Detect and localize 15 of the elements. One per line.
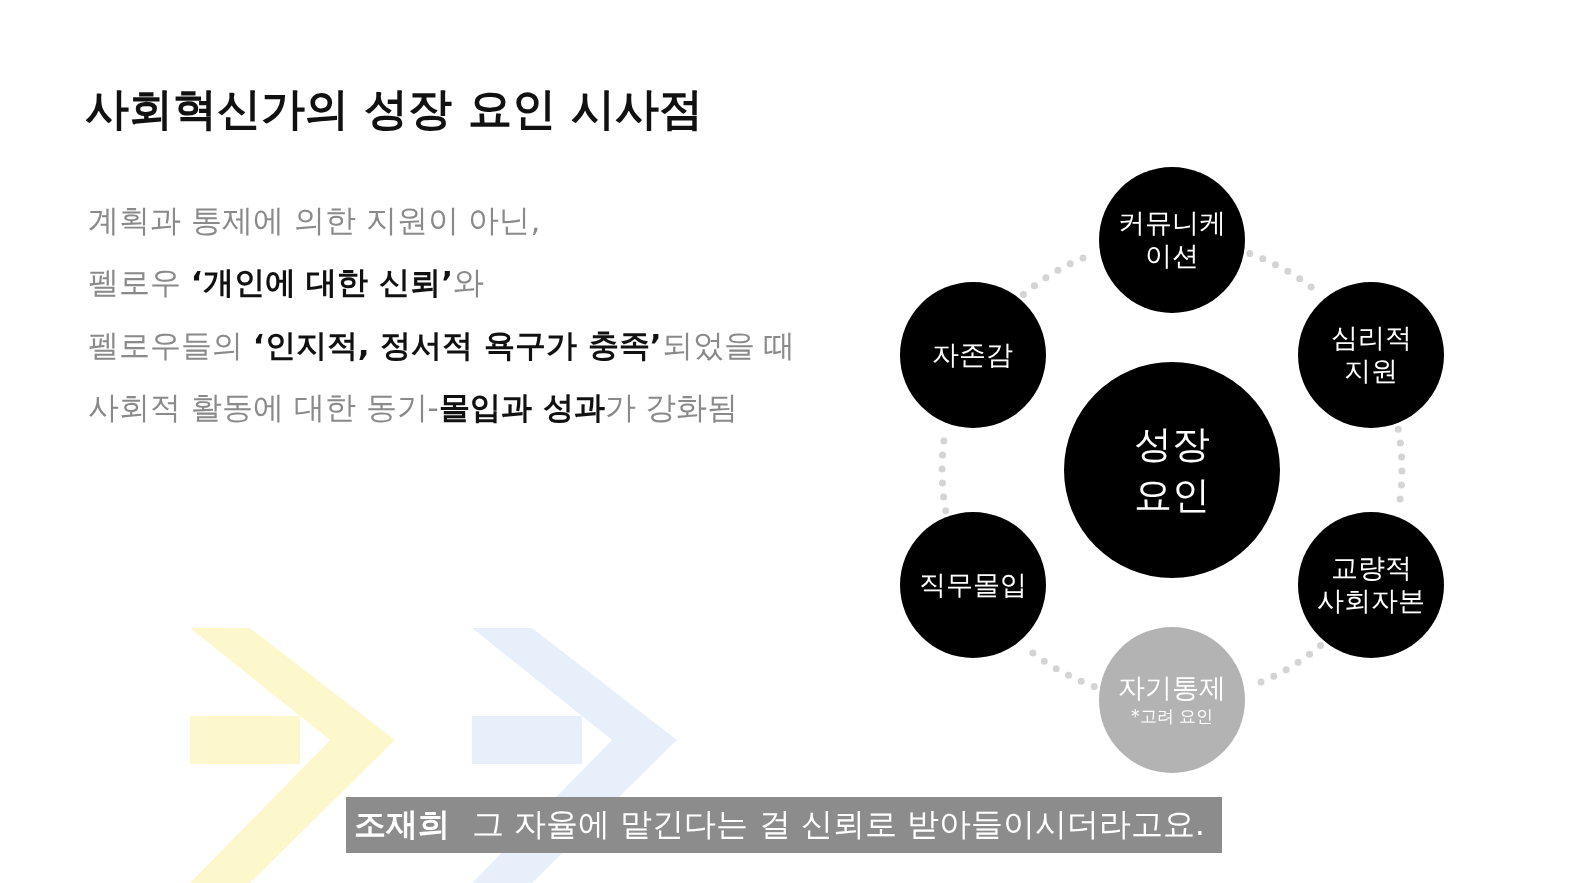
body-text-line: 펠로우 ‘개인에 대한 신뢰’와 (88, 263, 484, 302)
circle-label: 커뮤니케이션 (1117, 207, 1227, 273)
body-text-line: 계획과 통제에 의한 지원이 아닌, (88, 201, 541, 240)
title: 사회혁신가의 성장 요인 시사점 (85, 82, 703, 136)
circle-label: 교량적 사회자본 (1316, 552, 1427, 618)
circle-label: 심리적 지원 (1329, 322, 1413, 388)
body-text-line: 사회적 활동에 대한 동기-몰입과 성과가 강화됨 (88, 388, 739, 427)
body-text-line: 펠로우들의 ‘인지적, 정서적 욕구가 충족’되었을 때 (88, 326, 796, 365)
circle-label: 자기통제 (1117, 672, 1227, 706)
circle-label: 직무몰입 (917, 568, 1028, 602)
circle-label: 자존감 (931, 338, 1015, 372)
speaker-name: 조재희 (354, 804, 450, 845)
subtitle-text: 그 자율에 맡긴다는 걸 신뢰로 받아들이시더라고요. (472, 804, 1206, 845)
circle-note: *고려 요인 (1130, 705, 1214, 728)
circle-label: 성장 요인 (1133, 420, 1211, 519)
